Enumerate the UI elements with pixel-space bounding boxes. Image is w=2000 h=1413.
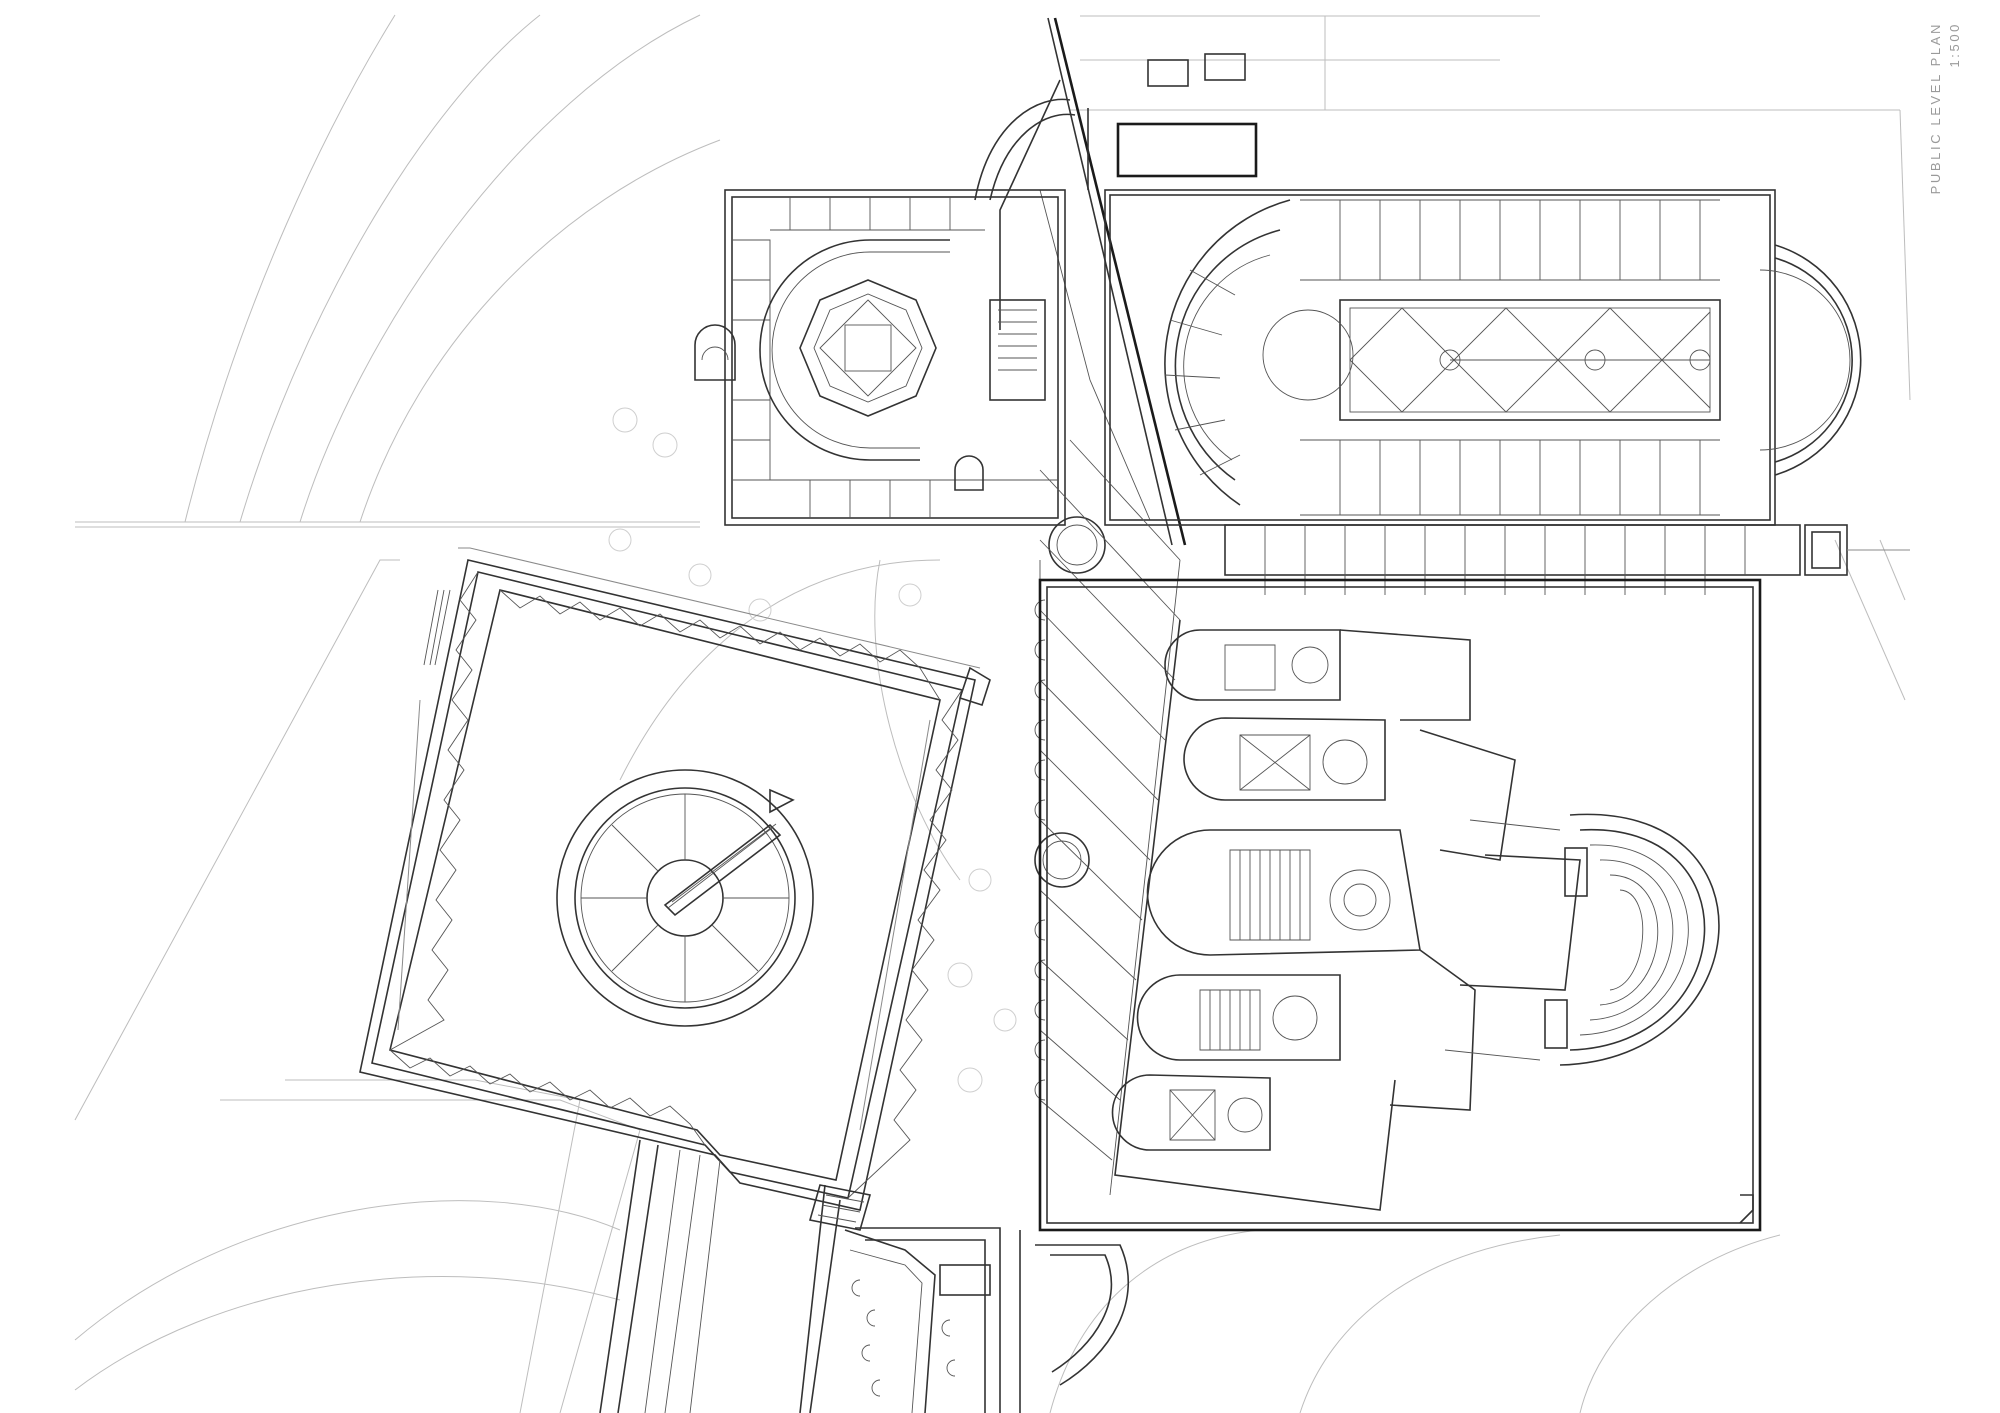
site-contour-lines	[74, 14, 1911, 1413]
hatched-ramp	[1034, 439, 1181, 1196]
courtyard-building	[359, 547, 991, 1211]
northeast-hall-building	[1104, 189, 1910, 595]
diagonal-walkway	[999, 17, 1258, 546]
southwest-wing	[599, 1139, 991, 1413]
circular-stair-kiosks	[1034, 516, 1106, 888]
landscape-trees	[608, 407, 1017, 1093]
plan-title-block: PUBLIC LEVEL PLAN 1:500	[1928, 22, 1968, 212]
northwest-building	[694, 98, 1076, 526]
south-terrace	[855, 1227, 1130, 1413]
plan-title: PUBLIC LEVEL PLAN	[1928, 22, 1943, 195]
plan-scale: 1:500	[1947, 22, 1962, 68]
southeast-theatre-complex	[1038, 578, 1762, 1232]
